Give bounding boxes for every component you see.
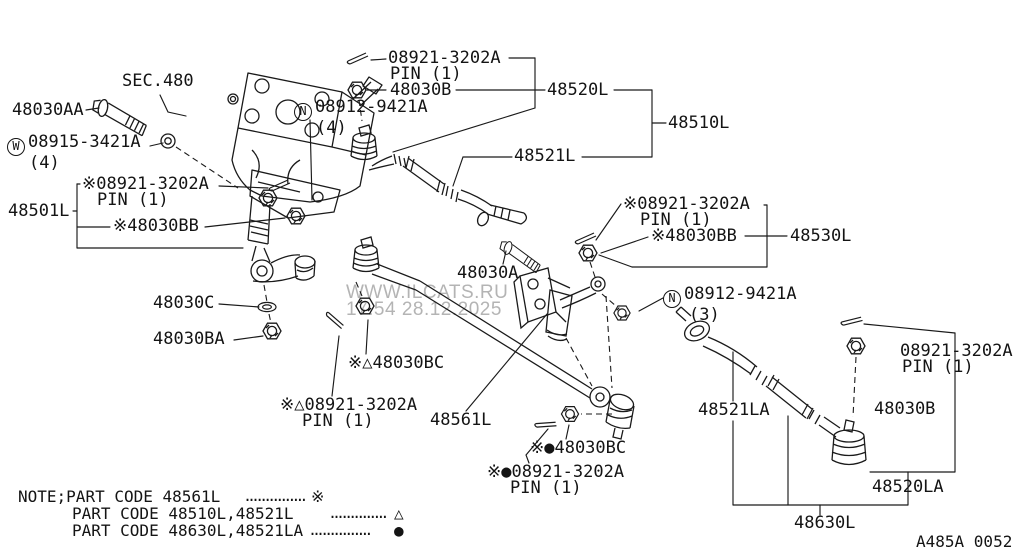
note-heading: NOTE; <box>18 487 67 506</box>
part-number: 08912-9421A <box>315 97 428 117</box>
leader-lines <box>72 57 956 516</box>
part-label-48030BB-left: ※48030BB <box>113 216 199 236</box>
note-text: PART CODE 48630L,48521LA <box>72 521 304 540</box>
part-label-48501L: 48501L <box>8 201 70 221</box>
steering-gear-drawing <box>227 72 383 245</box>
note-line-1: NOTE;PART CODE 48561L ............... ※ <box>18 487 324 506</box>
watermark-site: WWW.ILCATS.RU <box>346 282 509 303</box>
note-line-2: PART CODE 48510L,48521L .............. △ <box>72 504 404 523</box>
watermark: WWW.ILCATS.RU 17.54 28.12.2025 <box>346 282 509 320</box>
note-symbol-triangle: △ <box>394 504 404 523</box>
fasteners <box>88 52 866 434</box>
part-qty: (3) <box>689 305 720 325</box>
pin-qty: PIN (1) <box>510 477 582 498</box>
part-qty: (4) <box>316 118 347 138</box>
part-label-48530L: 48530L <box>790 226 852 246</box>
part-number: 08921-3202A <box>900 341 1013 361</box>
washer-symbol-W: W <box>7 138 25 156</box>
part-label-48030BA: 48030BA <box>153 329 225 349</box>
idler-arm-48530L-drawing <box>495 238 606 342</box>
note-line-3: PART CODE 48630L,48521LA ...............… <box>72 521 404 540</box>
part-label-48030BC-tri: ※△48030BC <box>348 353 445 373</box>
part-label-48030B-right: 48030B <box>874 399 936 419</box>
part-label-48510L: 48510L <box>668 113 730 133</box>
nut-symbol-N: N <box>663 290 681 308</box>
note-symbol-asterisk: ※ <box>311 487 325 506</box>
note-dots: ............... <box>243 487 309 505</box>
pitman-arm-drawing <box>250 245 316 283</box>
part-number: ※●08921-3202A <box>487 462 625 482</box>
note-text: PART CODE 48561L <box>66 487 221 506</box>
part-number: 08921-3202A <box>388 48 501 68</box>
part-number: 08915-3421A <box>28 132 141 152</box>
part-number: ※08921-3202A <box>82 174 209 194</box>
part-label-48030AA: 48030AA <box>12 100 84 120</box>
part-label-pin-bottom-right: 08921-3202A PIN (1) <box>900 341 1013 377</box>
note-dots: .............. <box>328 504 389 522</box>
part-label-48561L: 48561L <box>430 410 492 430</box>
pin-qty: PIN (1) <box>97 189 169 210</box>
note-text: PART CODE 48510L,48521L <box>72 504 294 523</box>
part-label-pin-right: ※08921-3202A PIN (1) <box>623 194 750 230</box>
part-number: ※△08921-3202A <box>280 395 418 415</box>
part-label-48630L: 48630L <box>794 513 856 533</box>
watermark-timestamp: 17.54 28.12.2025 <box>346 299 502 320</box>
part-label-pin-dot: ※●08921-3202A PIN (1) <box>487 462 625 498</box>
assembly-dashed-lines <box>175 99 857 418</box>
page-code: A485A 0052 <box>916 532 1013 551</box>
part-label-48030A: 48030A <box>457 263 519 283</box>
part-label-48030C: 48030C <box>153 293 215 313</box>
part-label-pin-top: 08921-3202A PIN (1) <box>388 48 501 84</box>
part-number: ※08921-3202A <box>623 194 750 214</box>
part-label-48520L: 48520L <box>547 80 609 100</box>
side-rod-48520L-drawing <box>350 124 528 227</box>
cross-rod-48630L-drawing <box>675 306 867 466</box>
note-symbol-circle: ● <box>394 521 404 540</box>
note-dots: ............... <box>308 521 374 539</box>
drag-link-48561L-drawing <box>352 236 635 440</box>
part-label-pin-tri: ※△08921-3202A PIN (1) <box>280 395 418 431</box>
part-number: 08912-9421A <box>684 284 797 304</box>
part-label-48520LA: 48520LA <box>872 477 944 497</box>
part-qty: (4) <box>29 153 60 173</box>
pin-qty: PIN (1) <box>640 209 712 230</box>
part-label-48030B-top: 48030B <box>390 80 452 100</box>
part-label-pin-left: ※08921-3202A PIN (1) <box>82 174 209 210</box>
part-label-48521L: 48521L <box>514 146 576 166</box>
part-label-48030BC-dot: ※●48030BC <box>530 438 627 458</box>
pin-qty: PIN (1) <box>302 410 374 431</box>
pin-qty: PIN (1) <box>902 356 974 377</box>
section-ref-label: SEC.480 <box>122 71 194 91</box>
nut-symbol-N: N <box>294 103 312 121</box>
part-label-48521LA: 48521LA <box>698 400 770 420</box>
pin-qty: PIN (1) <box>390 63 462 84</box>
part-label-48030BB-right: ※48030BB <box>651 226 737 246</box>
